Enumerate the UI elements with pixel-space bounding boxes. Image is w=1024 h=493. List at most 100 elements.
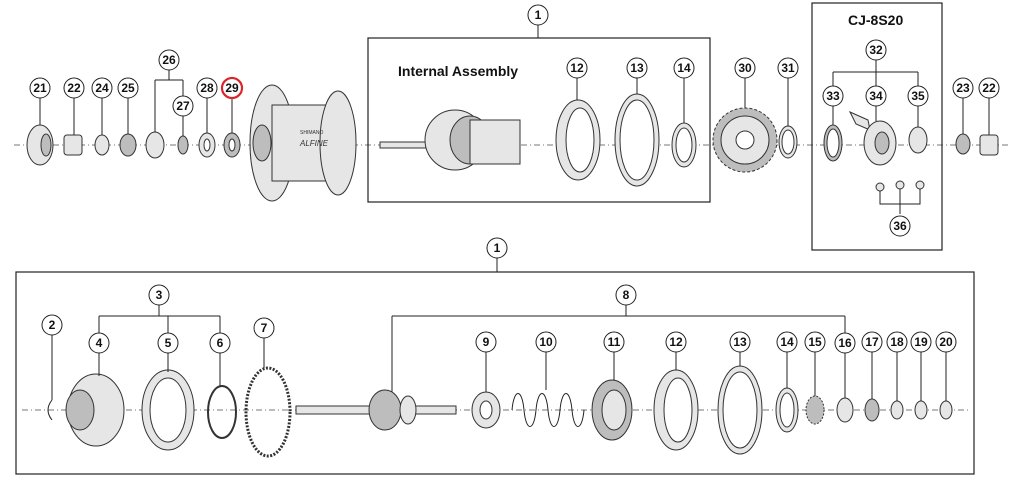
svg-text:10: 10 <box>539 335 553 349</box>
part-33-ring <box>823 124 843 162</box>
callout-2: 2 <box>41 314 63 336</box>
svg-text:22: 22 <box>982 81 996 95</box>
callout-8: 8 <box>615 284 637 306</box>
part-13-bottom <box>717 365 763 455</box>
callout-13-bottom: 13 <box>729 331 751 353</box>
svg-text:14: 14 <box>780 335 794 349</box>
callout-1-bottom: 1 <box>486 237 508 259</box>
callout-20: 20 <box>935 331 957 353</box>
part-16-cone <box>836 397 854 423</box>
part-11-driver <box>591 379 633 441</box>
svg-text:34: 34 <box>869 89 883 103</box>
part-5-ring-gear <box>141 369 195 451</box>
svg-text:17: 17 <box>865 335 879 349</box>
svg-text:32: 32 <box>869 43 883 57</box>
svg-text:26: 26 <box>162 53 176 67</box>
callout-31: 31 <box>777 57 799 79</box>
part-25-nut <box>119 133 137 157</box>
callout-9: 9 <box>475 331 497 353</box>
svg-text:24: 24 <box>95 81 109 95</box>
svg-text:1: 1 <box>535 8 542 22</box>
callout-27: 27 <box>172 95 194 117</box>
svg-text:14: 14 <box>677 61 691 75</box>
svg-text:12: 12 <box>570 61 584 75</box>
svg-text:16: 16 <box>838 336 852 350</box>
svg-text:31: 31 <box>781 61 795 75</box>
callout-29-highlighted: 29 <box>220 76 244 100</box>
part-27-seal <box>177 135 189 155</box>
callout-33: 33 <box>822 85 844 107</box>
part-14-bottom <box>775 387 799 433</box>
callout-4: 4 <box>88 332 110 354</box>
callout-14-top: 14 <box>673 57 695 79</box>
part-23-nut-right <box>955 133 971 155</box>
part-21-lock-nut <box>26 124 54 166</box>
callout-16: 16 <box>834 332 856 354</box>
callout-17: 17 <box>861 331 883 353</box>
svg-text:21: 21 <box>33 81 47 95</box>
svg-text:35: 35 <box>911 89 925 103</box>
svg-text:33: 33 <box>826 89 840 103</box>
callout-12-bottom: 12 <box>665 331 687 353</box>
callout-7: 7 <box>253 317 275 339</box>
part-24-nut <box>94 134 110 156</box>
callout-22-right: 22 <box>978 77 1000 99</box>
part-35-washer <box>908 126 928 154</box>
part-28-washer <box>198 132 216 158</box>
part-6-snap-ring <box>207 385 237 439</box>
part-29-ball-retainer <box>223 132 241 158</box>
part-12-bottom <box>653 369 699 451</box>
svg-text:25: 25 <box>121 81 135 95</box>
svg-text:19: 19 <box>914 335 928 349</box>
hub-shell: SHIMANO ALFINE <box>249 84 357 202</box>
part-13-top <box>614 93 660 187</box>
svg-text:18: 18 <box>890 335 904 349</box>
internal-assembly-title: Internal Assembly <box>398 63 518 79</box>
callout-1-top: 1 <box>527 4 549 26</box>
part-31-snap-ring <box>778 125 798 159</box>
callout-5: 5 <box>157 332 179 354</box>
hub-brand-small: SHIMANO <box>300 130 323 136</box>
internal-assembly-axle <box>379 109 521 171</box>
callout-25: 25 <box>117 77 139 99</box>
callout-34: 34 <box>865 85 887 107</box>
internal-assembly-frame <box>367 37 711 203</box>
callout-13-top: 13 <box>626 57 648 79</box>
callout-10: 10 <box>535 331 557 353</box>
svg-text:3: 3 <box>156 288 163 302</box>
callout-14-bottom: 14 <box>776 331 798 353</box>
svg-text:5: 5 <box>165 336 172 350</box>
callout-35: 35 <box>907 85 929 107</box>
callout-24: 24 <box>91 77 113 99</box>
callout-32: 32 <box>865 39 887 61</box>
part-15-bearing <box>805 395 825 425</box>
part-17-nut <box>864 398 880 422</box>
svg-text:12: 12 <box>669 335 683 349</box>
cj-8s20-title: CJ-8S20 <box>848 12 903 28</box>
part-34-cassette-joint <box>848 110 897 166</box>
top-leader-lines <box>39 25 990 214</box>
svg-text:4: 4 <box>96 336 103 350</box>
part-12-top <box>555 99 601 181</box>
svg-text:15: 15 <box>808 335 822 349</box>
callout-6: 6 <box>209 332 231 354</box>
callout-3: 3 <box>148 284 170 306</box>
part-18-washer <box>890 400 904 420</box>
cj-8s20-frame <box>811 2 943 251</box>
part-20-nut <box>939 400 953 420</box>
svg-text:2: 2 <box>49 318 56 332</box>
svg-text:20: 20 <box>939 335 953 349</box>
callout-12-top: 12 <box>566 57 588 79</box>
svg-text:27: 27 <box>176 99 190 113</box>
callout-22-left: 22 <box>63 77 85 99</box>
callout-30: 30 <box>734 57 756 79</box>
svg-text:6: 6 <box>217 336 224 350</box>
part-4-planet-carrier <box>65 373 125 447</box>
svg-text:30: 30 <box>738 61 752 75</box>
callout-26: 26 <box>158 49 180 71</box>
part-9-clutch <box>471 391 501 429</box>
svg-text:22: 22 <box>67 81 81 95</box>
callout-36: 36 <box>889 215 911 237</box>
hub-brand-large: ALFINE <box>299 139 329 148</box>
